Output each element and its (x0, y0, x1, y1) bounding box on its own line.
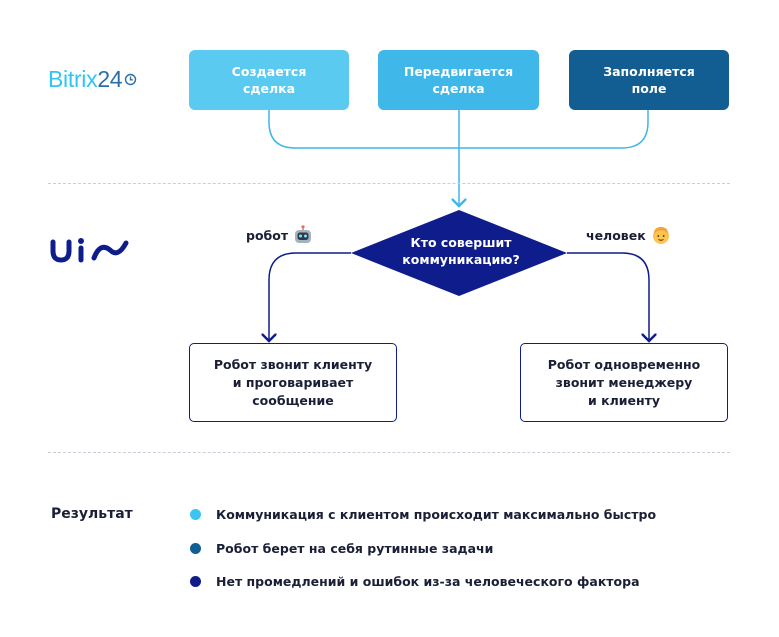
robot-icon (295, 225, 312, 243)
divider-bottom (48, 452, 730, 453)
decision-diamond (351, 210, 567, 296)
trigger-field-filled: Заполняется поле (569, 50, 729, 110)
trigger-deal-moved: Передвигается сделка (378, 50, 539, 110)
uis-logo-mark (50, 238, 129, 263)
bitrix-logo-text: Bitrix (48, 66, 98, 92)
result-item-text: Нет промедлений и ошибок из-за человечес… (216, 574, 640, 589)
uis-logo (48, 236, 132, 268)
result-title: Результат (51, 506, 133, 522)
bitrix-logo-number: 24 (97, 66, 123, 92)
person-icon (652, 227, 669, 244)
decision-label: Кто совершит коммуникацию? (402, 235, 520, 267)
branch-robot: робот (246, 225, 313, 245)
connector-left-trigger (268, 110, 459, 149)
bullet-dot-icon (190, 576, 201, 587)
branch-robot-label: робот (246, 227, 289, 243)
trigger-deal-created: Создается сделка (189, 50, 349, 110)
connector-human-branch (567, 252, 649, 341)
result-item-3: Нет промедлений и ошибок из-за человечес… (190, 574, 640, 589)
branch-human-label: человек (586, 227, 646, 243)
clock-icon (125, 73, 137, 86)
divider-top (48, 183, 730, 184)
result-item-2: Робот берет на себя рутинные задачи (190, 541, 493, 556)
result-item-text: Робот берет на себя рутинные задачи (216, 541, 494, 556)
bullet-dot-icon (190, 509, 201, 520)
result-item-1: Коммуникация с клиентом происходит макси… (190, 507, 656, 522)
outcome-robot-calls: Робот звонит клиенту и проговаривает соо… (189, 343, 397, 422)
result-item-text: Коммуникация с клиентом происходит макси… (216, 507, 657, 522)
branch-human: человек (586, 225, 671, 245)
bullet-dot-icon (190, 543, 201, 554)
outcome-simultaneous-call: Робот одновременно звонит менеджеру и кл… (520, 343, 728, 422)
connector-right-trigger (459, 110, 649, 149)
connector-robot-branch (269, 252, 351, 341)
